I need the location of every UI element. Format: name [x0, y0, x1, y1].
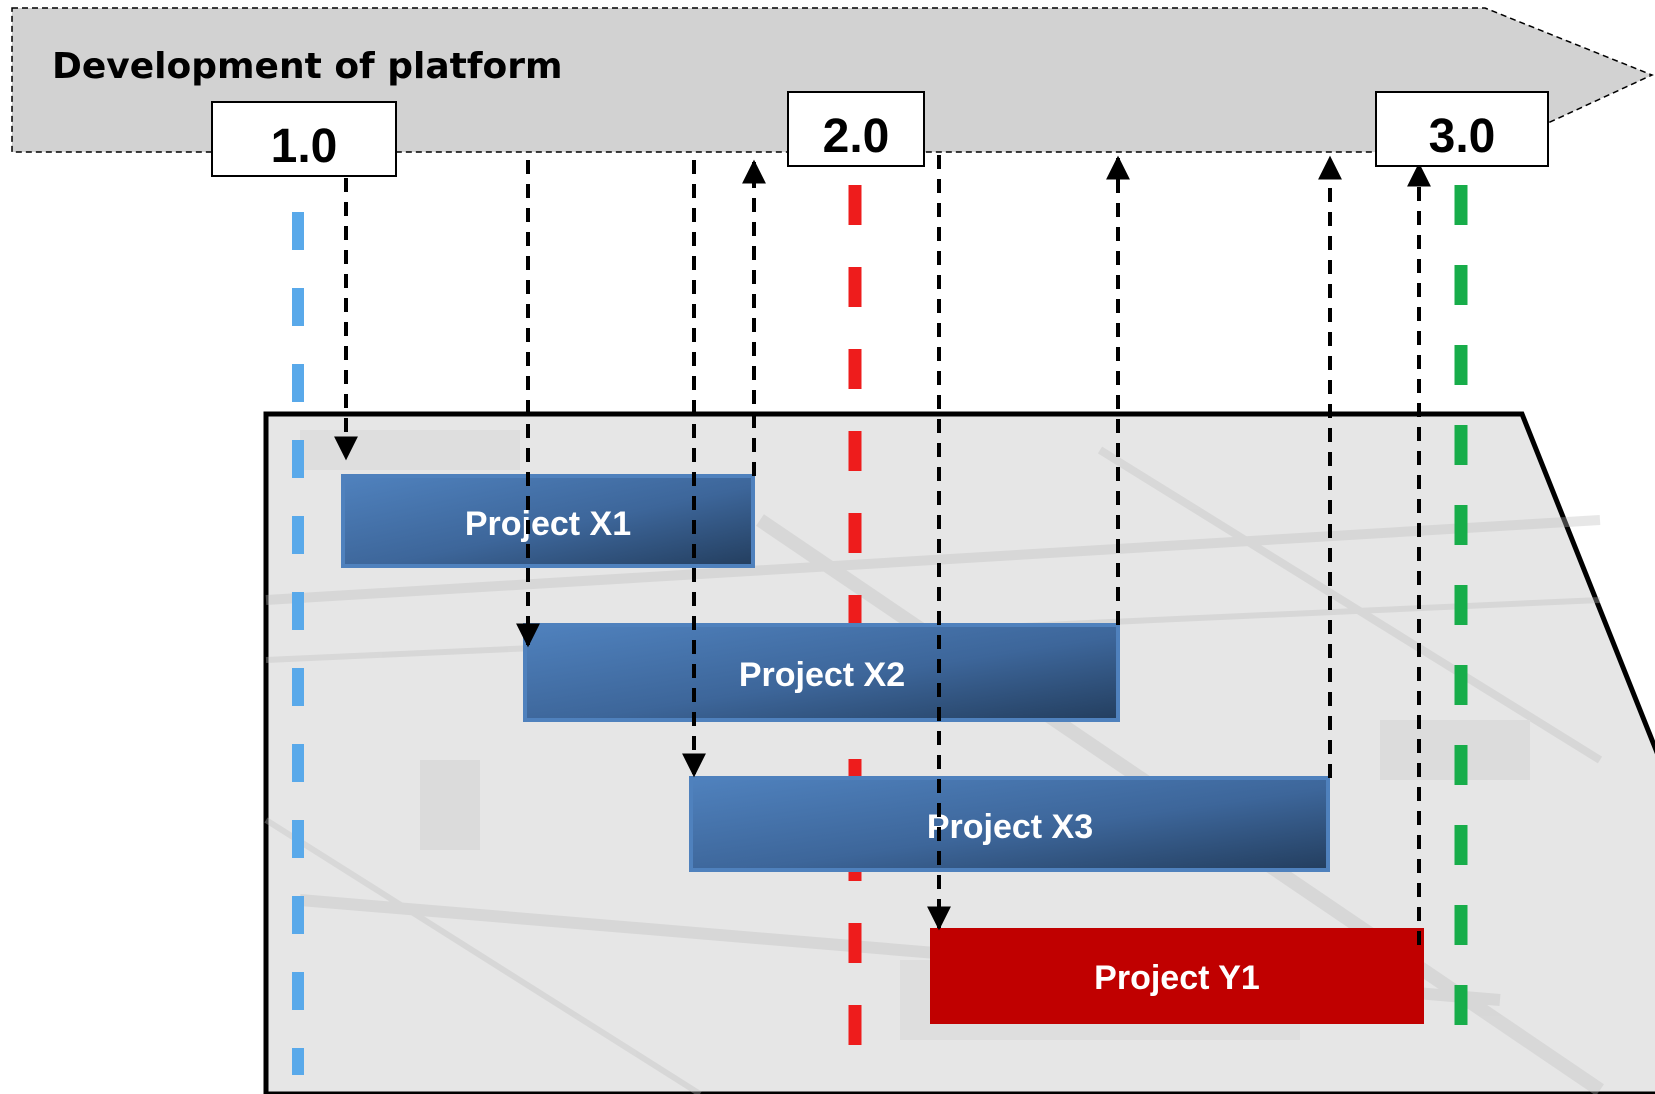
- version-lines: [292, 185, 1468, 1075]
- version-box-3-0: 3.0: [1375, 91, 1549, 167]
- project-label-y1: Project Y1: [1094, 959, 1260, 997]
- version-label-3-0: 3.0: [1429, 110, 1496, 163]
- version-box-2-0: 2.0: [787, 91, 925, 167]
- project-label-x1: Project X1: [465, 505, 631, 543]
- version-labels: 1.0 2.0 3.0: [211, 91, 1549, 177]
- platform-band: Development of platform: [11, 7, 1654, 153]
- connector-arrows: [334, 155, 1431, 945]
- project-label-x2: Project X2: [739, 656, 905, 694]
- project-bar-x2: Project X2: [523, 623, 1120, 722]
- version-label-2-0: 2.0: [823, 110, 890, 163]
- project-bars: Project X1 Project X2 Project X3 Project…: [341, 474, 1424, 1024]
- version-label-1-0: 1.0: [271, 120, 338, 173]
- project-label-x3: Project X3: [927, 808, 1093, 846]
- project-bar-x3: Project X3: [689, 776, 1330, 872]
- version-box-1-0: 1.0: [211, 101, 397, 177]
- project-bar-x1: Project X1: [341, 474, 755, 568]
- platform-band-arrow: [11, 7, 1654, 153]
- platform-title: Development of platform: [52, 46, 563, 87]
- project-bar-y1: Project Y1: [930, 928, 1424, 1024]
- project-band-chevron: [263, 411, 1655, 1094]
